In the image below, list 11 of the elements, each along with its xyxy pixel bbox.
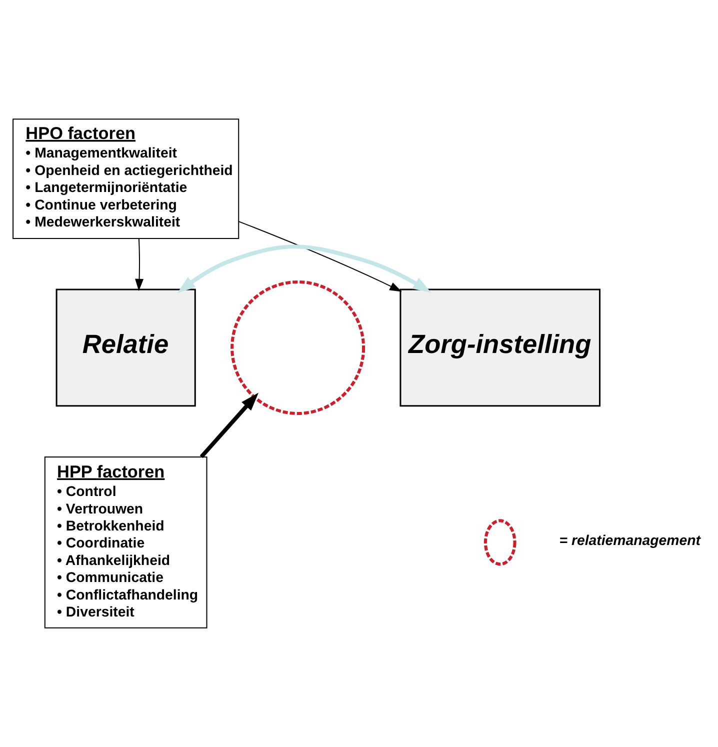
arrow — [134, 238, 144, 292]
node-box: Zorg-instelling — [399, 288, 600, 407]
node-box: HPP factoren • Control • Vertrouwen • Betrokkenheid • Coordinatie • Afhankelijkheid • Communicatie • Conflictafhandeling • Diversiteit — [44, 456, 207, 628]
arrow — [238, 221, 402, 292]
node-box: Relatie — [55, 288, 196, 407]
legend-label: = relatiemanagement — [558, 533, 700, 550]
node-circle — [483, 519, 516, 566]
node-circle — [230, 280, 365, 415]
node-box: HPO factoren • Managementkwaliteit • Openheid en actiegerichtheid • Langetermijnoriëntatie • Continue verbetering • Medewerkerskwaliteit — [12, 118, 239, 239]
arrow — [199, 392, 258, 458]
arrow — [176, 244, 431, 294]
